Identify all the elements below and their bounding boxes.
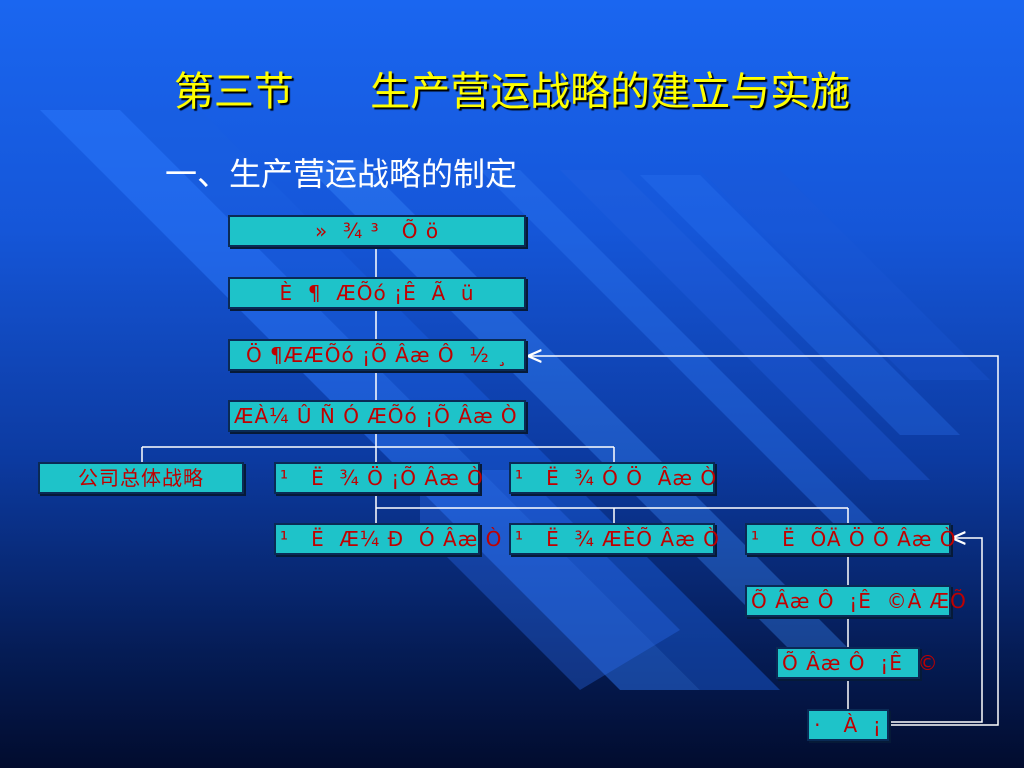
flow-box-8: ¹ Ë Æ¼ Ð Ó Âæ Ò — [274, 523, 501, 555]
flow-box-7: ¹ Ë ¾ Ó Ö Âæ Ò — [509, 462, 716, 494]
flow-box-13: · À ¡ — [807, 709, 889, 741]
slide-title: 第三节 生产营运战略的建立与实施 — [173, 69, 851, 115]
flow-box-6: ¹ Ë ¾ Ö ¡Õ Âæ Ò — [274, 462, 483, 494]
flow-box-corporate-strategy: 公司总体战略 — [38, 462, 244, 494]
flow-box-4: ÆÀ¼ Û Ñ Ó ÆÕó ¡Õ Âæ Ò — [228, 400, 526, 432]
flow-box-3: Ö ¶ÆÆÕó ¡Õ Âæ Ô ½ ¸ — [228, 339, 526, 371]
flow-box-1: » ¾ ³ Õ ö — [228, 215, 526, 247]
section-heading: 一、生产营运战略的制定 — [165, 155, 518, 193]
flow-box-11: Õ Âæ Ô ¡Ê ©À ÆÕ — [745, 585, 966, 617]
flow-box-9: ¹ Ë ¾ ÆÈÕ Âæ Ò — [509, 523, 719, 555]
flow-box-2: È ¶ ÆÕó ¡Ê Ã ü — [228, 277, 526, 309]
flow-box-12: Õ Âæ Ô ¡Ê © — [776, 647, 938, 679]
flow-box-10: ¹ Ë ÕÄ Ö Õ Âæ Ò — [745, 523, 956, 555]
